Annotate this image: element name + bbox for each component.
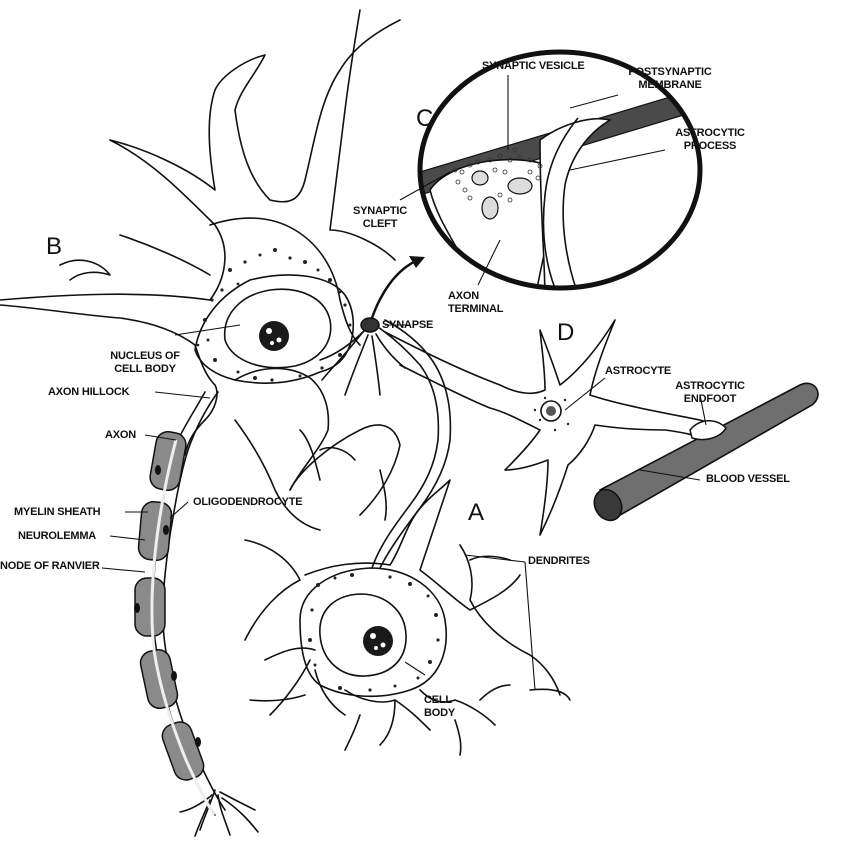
terminal-fan (319, 329, 406, 396)
label-postsynaptic-line2: MEMBRANE (638, 79, 702, 91)
label-oligodendrocyte: OLIGODENDROCYTE (193, 496, 303, 508)
label-axon-terminal-line2: TERMINAL (448, 303, 504, 315)
label-synapse: SYNAPSE (382, 319, 434, 331)
nucleolus-b (259, 321, 289, 351)
label-astrocyte: ASTROCYTE (605, 365, 672, 377)
label-synaptic-cleft: SYNAPTIC CLEFT (350, 205, 410, 231)
label-node-of-ranvier: NODE OF RANVIER (0, 560, 100, 572)
panel-letter-d: D (557, 319, 575, 346)
label-synaptic-cleft-line2: CLEFT (362, 218, 398, 230)
label-blood-vessel: BLOOD VESSEL (706, 473, 790, 485)
neuron-a-body (299, 567, 447, 698)
axon-a (371, 319, 452, 569)
synapse-arrow (370, 256, 425, 319)
label-axon-terminal: AXON TERMINAL (448, 290, 503, 316)
label-postsynaptic-line1: POSTSYNAPTIC (628, 66, 712, 78)
label-neurolemma: NEUROLEMMA (18, 530, 97, 542)
synapse-knob (360, 317, 380, 333)
myelin-segments (134, 430, 205, 781)
label-cell-body: CELL BODY (424, 694, 455, 720)
label-cell-body-line1: CELL (424, 694, 452, 706)
label-axon: AXON (105, 429, 136, 441)
inset-c (417, 49, 703, 291)
panel-letter-c: C (416, 105, 434, 132)
axon-core (150, 439, 216, 816)
blood-vessel-art (593, 382, 819, 522)
astrocyte-nucleus (540, 400, 562, 422)
astrocyte-outline (384, 319, 715, 536)
label-cell-body-line2: BODY (424, 707, 455, 719)
label-astrocytic-process-line1: ASTROCYTIC (675, 127, 745, 139)
label-nucleus-line1: NUCLEUS OF (110, 350, 180, 362)
label-endfoot-line1: ASTROCYTIC (675, 380, 745, 392)
nucleolus-a (363, 626, 393, 656)
label-endfoot-line2: ENDFOOT (683, 393, 737, 405)
label-axon-terminal-line1: AXON (448, 290, 479, 302)
label-axon-hillock: AXON HILLOCK (48, 386, 130, 398)
neuron-b-outline (0, 9, 401, 531)
panel-letter-b: B (46, 233, 63, 260)
label-synaptic-cleft-line1: SYNAPTIC (352, 205, 408, 217)
granules (196, 248, 570, 692)
label-astrocytic-endfoot: ASTROCYTIC ENDFOOT (670, 380, 750, 406)
label-nucleus-line2: CELL BODY (114, 363, 176, 375)
label-postsynaptic-membrane: POSTSYNAPTIC MEMBRANE (615, 66, 725, 92)
label-astrocytic-process: ASTROCYTIC PROCESS (665, 127, 755, 153)
panel-letter-a: A (468, 499, 485, 526)
label-astrocytic-process-line2: PROCESS (683, 140, 737, 152)
neuron-a-outline (244, 479, 571, 756)
schwann-nuclei (134, 465, 201, 747)
label-dendrites: DENDRITES (528, 555, 590, 567)
label-synaptic-vesicle: SYNAPTIC VESICLE (482, 60, 585, 72)
label-myelin-sheath: MYELIN SHEATH (14, 506, 101, 518)
leader-lines (101, 75, 707, 691)
label-nucleus-of-cell-body: NUCLEUS OF CELL BODY (100, 350, 190, 376)
axon-end-branches (179, 789, 259, 837)
